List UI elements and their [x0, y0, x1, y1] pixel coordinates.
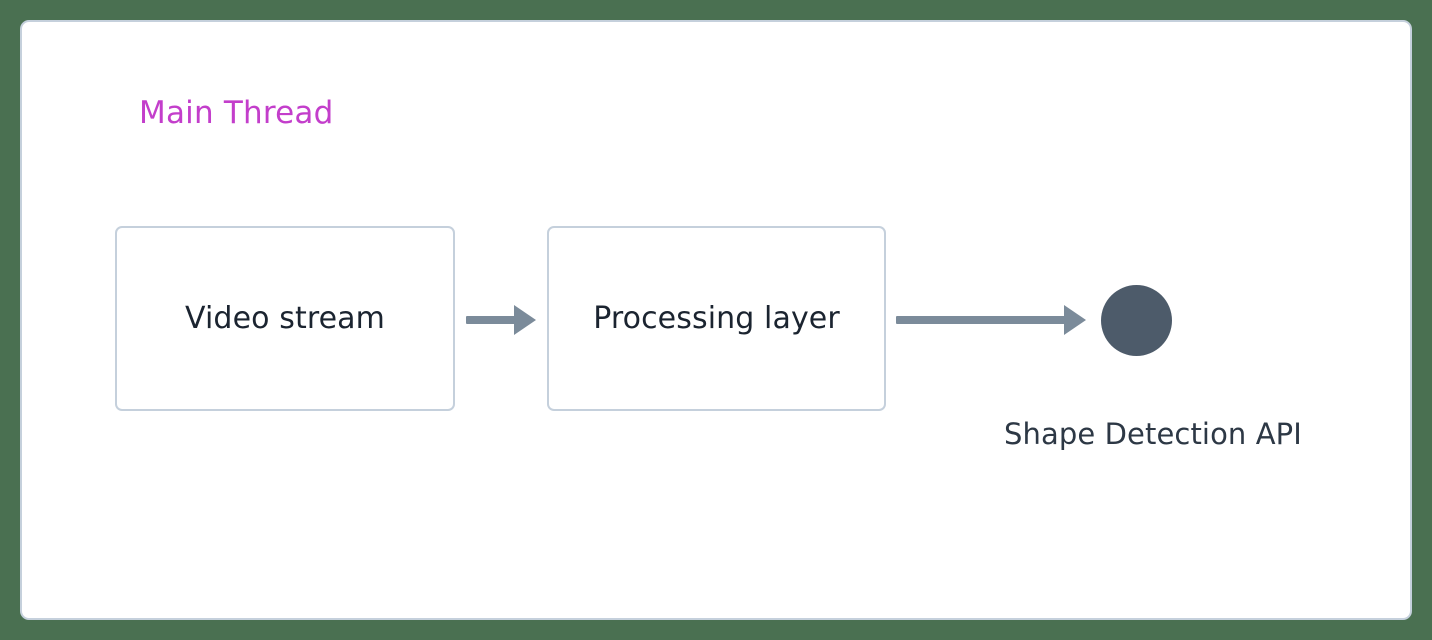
node-video-stream[interactable]: Video stream	[115, 226, 455, 411]
arrow-shaft	[896, 316, 1068, 324]
arrow-head-icon	[514, 305, 536, 335]
node-processing-layer-label: Processing layer	[593, 300, 840, 336]
arrow-video-stream-to-processing-layer	[466, 305, 536, 335]
node-shape-detection-api-label: Shape Detection API	[1004, 417, 1302, 451]
node-shape-detection-api-circle[interactable]	[1101, 285, 1172, 356]
arrow-processing-layer-to-shape-detection-api	[896, 305, 1088, 335]
arrow-head-icon	[1064, 305, 1086, 335]
node-processing-layer[interactable]: Processing layer	[547, 226, 886, 411]
main-thread-title: Main Thread	[139, 95, 334, 131]
arrow-shaft	[466, 316, 518, 324]
node-video-stream-label: Video stream	[185, 300, 385, 336]
